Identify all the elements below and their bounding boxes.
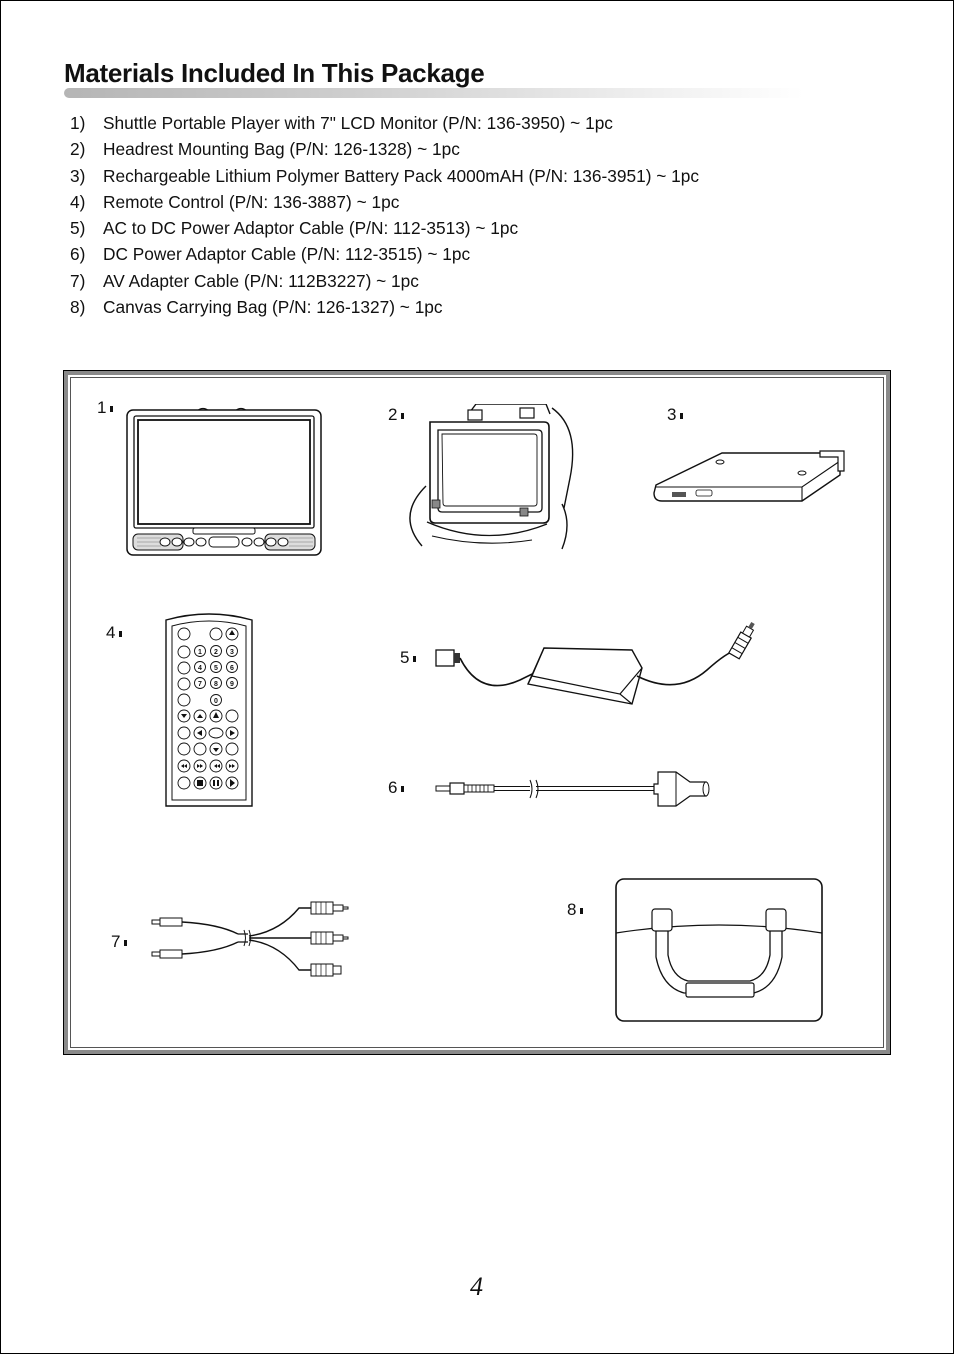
remote-control-illustration: 1 2 3 4 5 6 7 8 9 0 — [165, 613, 253, 807]
figure-label-1: 1 — [97, 398, 114, 418]
remote-key-3: 3 — [230, 649, 234, 656]
title-underline-bar — [64, 88, 804, 98]
materials-list: 1) Shuttle Portable Player with 7" LCD Mo… — [70, 110, 699, 320]
list-item: 8) Canvas Carrying Bag (P/N: 126-1327) ~ … — [70, 294, 699, 320]
figure-label-3: 3 — [667, 405, 684, 425]
list-item: 2) Headrest Mounting Bag (P/N: 126-1328) … — [70, 136, 699, 162]
remote-key-7: 7 — [198, 681, 202, 688]
list-item: 5) AC to DC Power Adaptor Cable (P/N: 112… — [70, 215, 699, 241]
list-item: 4) Remote Control (P/N: 136-3887) ~ 1pc — [70, 189, 699, 215]
item-text: AC to DC Power Adaptor Cable (P/N: 112-3… — [103, 218, 519, 239]
item-number: 5) — [70, 218, 86, 239]
remote-key-1: 1 — [198, 649, 202, 656]
list-item: 3) Rechargeable Lithium Polymer Battery P… — [70, 163, 699, 189]
figure-label-7: 7 — [111, 932, 128, 952]
item-text: Canvas Carrying Bag (P/N: 126-1327) ~ 1p… — [103, 297, 443, 318]
item-text: Headrest Mounting Bag (P/N: 126-1328) ~ … — [103, 139, 460, 160]
item-text: Remote Control (P/N: 136-3887) ~ 1pc — [103, 191, 400, 212]
battery-pack-illustration — [653, 450, 845, 502]
canvas-carrying-bag-illustration — [615, 878, 823, 1022]
remote-key-6: 6 — [230, 665, 234, 672]
figure-label-8: 8 — [567, 900, 584, 920]
figure-inner-border — [70, 377, 884, 1048]
figure-label-4: 4 — [106, 623, 123, 643]
item-number: 1) — [70, 113, 86, 133]
list-item: 1) Shuttle Portable Player with 7" LCD Mo… — [70, 110, 699, 136]
figure-label-2: 2 — [388, 405, 405, 425]
headrest-mounting-bag-illustration — [409, 404, 574, 550]
item-number: 6) — [70, 244, 86, 265]
portable-player-illustration — [126, 407, 322, 556]
list-item: 6) DC Power Adaptor Cable (P/N: 112-3515)… — [70, 241, 699, 267]
remote-key-4: 4 — [198, 665, 202, 672]
item-text: Rechargeable Lithium Polymer Battery Pac… — [103, 165, 700, 186]
remote-key-9: 9 — [230, 681, 234, 688]
item-text: Shuttle Portable Player with 7" LCD Moni… — [103, 113, 613, 133]
item-number: 7) — [70, 270, 86, 291]
item-number: 8) — [70, 297, 86, 318]
page-number: 4 — [470, 1272, 483, 1301]
remote-key-0: 0 — [214, 698, 218, 705]
av-adapter-cable-illustration — [151, 901, 349, 977]
figure-label-6: 6 — [388, 778, 405, 798]
remote-key-2: 2 — [214, 649, 218, 656]
list-item: 7) AV Adapter Cable (P/N: 112B3227) ~ 1pc — [70, 268, 699, 294]
remote-key-5: 5 — [214, 665, 218, 672]
item-number: 3) — [70, 165, 86, 186]
figure-label-5: 5 — [400, 648, 417, 668]
item-number: 2) — [70, 139, 86, 160]
dc-power-cable-illustration — [435, 771, 710, 807]
ac-dc-adaptor-illustration — [435, 621, 755, 705]
item-number: 4) — [70, 191, 86, 212]
page-title: Materials Included In This Package — [64, 58, 485, 88]
remote-key-8: 8 — [214, 681, 218, 688]
item-text: DC Power Adaptor Cable (P/N: 112-3515) ~… — [103, 244, 471, 265]
item-text: AV Adapter Cable (P/N: 112B3227) ~ 1pc — [103, 270, 419, 291]
